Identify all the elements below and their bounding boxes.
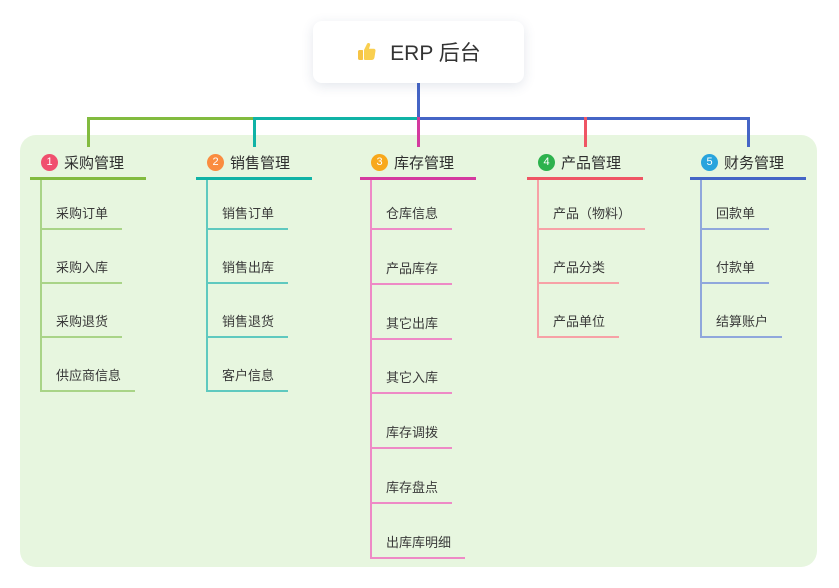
branch-drop-product: [584, 117, 587, 147]
node-sales-return[interactable]: 销售退货: [206, 284, 312, 338]
root-node-erp-backend[interactable]: ERP 后台: [313, 21, 524, 83]
node-supplier-info[interactable]: 供应商信息: [40, 338, 146, 392]
node-purchase-inbound[interactable]: 采购入库: [40, 230, 146, 284]
branch-label-purchase: 采购管理: [64, 154, 125, 172]
node-product-stock[interactable]: 产品库存: [370, 230, 476, 285]
branch-number-badge-5: 5: [701, 153, 718, 171]
branch-purchase: 1 采购管理 采购订单 采购入库 采购退货 供应商信息: [30, 150, 146, 392]
branch-finance: 5 财务管理 回款单 付款单 结算账户: [690, 150, 806, 338]
branch-title-inventory[interactable]: 3 库存管理: [360, 150, 476, 174]
branch-drop-sales: [253, 117, 256, 147]
branch-underline-product: [527, 177, 643, 180]
branch-children-finance: 回款单 付款单 结算账户: [700, 180, 806, 338]
branch-inventory: 3 库存管理 仓库信息 产品库存 其它出库 其它入库 库存调拨 库存盘点 出库库…: [360, 150, 476, 559]
branch-drop-finance: [747, 117, 750, 147]
branch-underline-sales: [196, 177, 312, 180]
branch-children-sales: 销售订单 销售出库 销售退货 客户信息: [206, 180, 312, 392]
node-sales-order[interactable]: 销售订单: [206, 180, 312, 230]
branch-label-product: 产品管理: [561, 154, 622, 172]
branch-product: 4 产品管理 产品（物料） 产品分类 产品单位: [527, 150, 646, 338]
branch-number-badge-3: 3: [371, 153, 388, 171]
node-outbound-detail[interactable]: 出库库明细: [370, 504, 476, 559]
connector-root-stem: [417, 82, 420, 120]
branch-drop-inventory: [417, 117, 420, 147]
branch-children-product: 产品（物料） 产品分类 产品单位: [537, 180, 646, 338]
branch-label-finance: 财务管理: [724, 154, 785, 172]
node-other-inbound[interactable]: 其它入库: [370, 340, 476, 395]
node-purchase-return[interactable]: 采购退货: [40, 284, 146, 338]
branch-label-sales: 销售管理: [230, 154, 291, 172]
connector-bus-indigo: [417, 117, 750, 120]
branch-underline-purchase: [30, 177, 146, 180]
node-stock-count[interactable]: 库存盘点: [370, 449, 476, 504]
node-product-unit[interactable]: 产品单位: [537, 284, 643, 338]
root-title: ERP 后台: [390, 42, 481, 65]
node-other-outbound[interactable]: 其它出库: [370, 285, 476, 340]
branch-drop-purchase: [87, 117, 90, 147]
node-purchase-order[interactable]: 采购订单: [40, 180, 146, 230]
branch-number-badge-2: 2: [207, 153, 224, 171]
node-settlement-account[interactable]: 结算账户: [700, 284, 806, 338]
branch-underline-inventory: [360, 177, 476, 180]
thumbs-up-icon: [356, 40, 380, 64]
branch-sales: 2 销售管理 销售订单 销售出库 销售退货 客户信息: [196, 150, 312, 392]
branch-number-badge-4: 4: [538, 153, 555, 171]
node-product-material[interactable]: 产品（物料）: [537, 180, 646, 230]
branch-title-finance[interactable]: 5 财务管理: [690, 150, 806, 174]
branch-children-purchase: 采购订单 采购入库 采购退货 供应商信息: [40, 180, 146, 392]
node-stock-transfer[interactable]: 库存调拨: [370, 394, 476, 450]
branch-number-badge-1: 1: [41, 153, 58, 171]
branch-title-sales[interactable]: 2 销售管理: [196, 150, 312, 174]
node-customer-info[interactable]: 客户信息: [206, 338, 312, 392]
node-payment-voucher[interactable]: 付款单: [700, 230, 806, 284]
node-receipt-voucher[interactable]: 回款单: [700, 180, 806, 230]
node-product-category[interactable]: 产品分类: [537, 230, 643, 284]
connector-bus-green: [87, 117, 254, 120]
node-sales-outbound[interactable]: 销售出库: [206, 230, 312, 284]
connector-bus-teal: [253, 117, 418, 120]
branch-title-purchase[interactable]: 1 采购管理: [30, 150, 146, 174]
branch-label-inventory: 库存管理: [394, 154, 455, 172]
branches-panel: [20, 135, 817, 567]
branch-title-product[interactable]: 4 产品管理: [527, 150, 643, 174]
branch-underline-finance: [690, 177, 806, 180]
node-warehouse-info[interactable]: 仓库信息: [370, 180, 476, 230]
branch-children-inventory: 仓库信息 产品库存 其它出库 其它入库 库存调拨 库存盘点 出库库明细: [370, 180, 476, 559]
